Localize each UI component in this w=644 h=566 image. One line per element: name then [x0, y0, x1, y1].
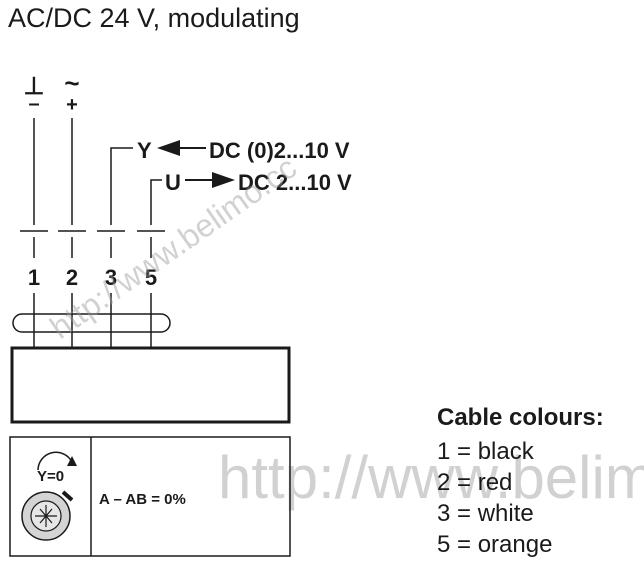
cable-colours-legend: Cable colours: 1 = black 2 = red 3 = whi…	[437, 404, 604, 560]
wire-3	[110, 147, 133, 225]
cable-colour-5: 5 = orange	[437, 531, 553, 558]
diagram-title: AC/DC 24 V, modulating	[8, 3, 300, 33]
y-arrow-icon	[157, 140, 206, 156]
u-signal-label: U	[165, 170, 181, 195]
terminal-number-1: 1	[28, 265, 40, 290]
minus-sign: –	[28, 93, 39, 115]
rotary-switch-icon	[21, 451, 77, 541]
terminal-number-2: 2	[66, 265, 78, 290]
adjustment-box	[9, 436, 291, 557]
ac-symbol: ~	[64, 68, 79, 98]
actuator-body	[10, 346, 291, 424]
terminal-number-5: 5	[145, 265, 157, 290]
ground-symbol: ⊥	[24, 73, 45, 100]
u-signal-range: DC 2...10 V	[238, 170, 352, 195]
terminal-number-3: 3	[105, 265, 117, 290]
switch-y-label: Y=0	[37, 468, 64, 485]
cable-colours-heading: Cable colours:	[437, 404, 604, 431]
plus-sign: +	[66, 94, 78, 116]
cable-clamp	[12, 313, 171, 333]
switch-formula: A – AB = 0%	[99, 491, 186, 508]
wire-5	[150, 179, 162, 225]
cable-colour-2: 2 = red	[437, 469, 513, 496]
watermark-large: http://www.belimo.cc	[218, 444, 644, 511]
y-signal-range: DC (0)2...10 V	[209, 138, 350, 163]
y-signal-label: Y	[137, 138, 152, 163]
cable-colour-1: 1 = black	[437, 438, 534, 465]
u-arrow-icon	[185, 172, 235, 188]
cable-colour-3: 3 = white	[437, 500, 534, 527]
